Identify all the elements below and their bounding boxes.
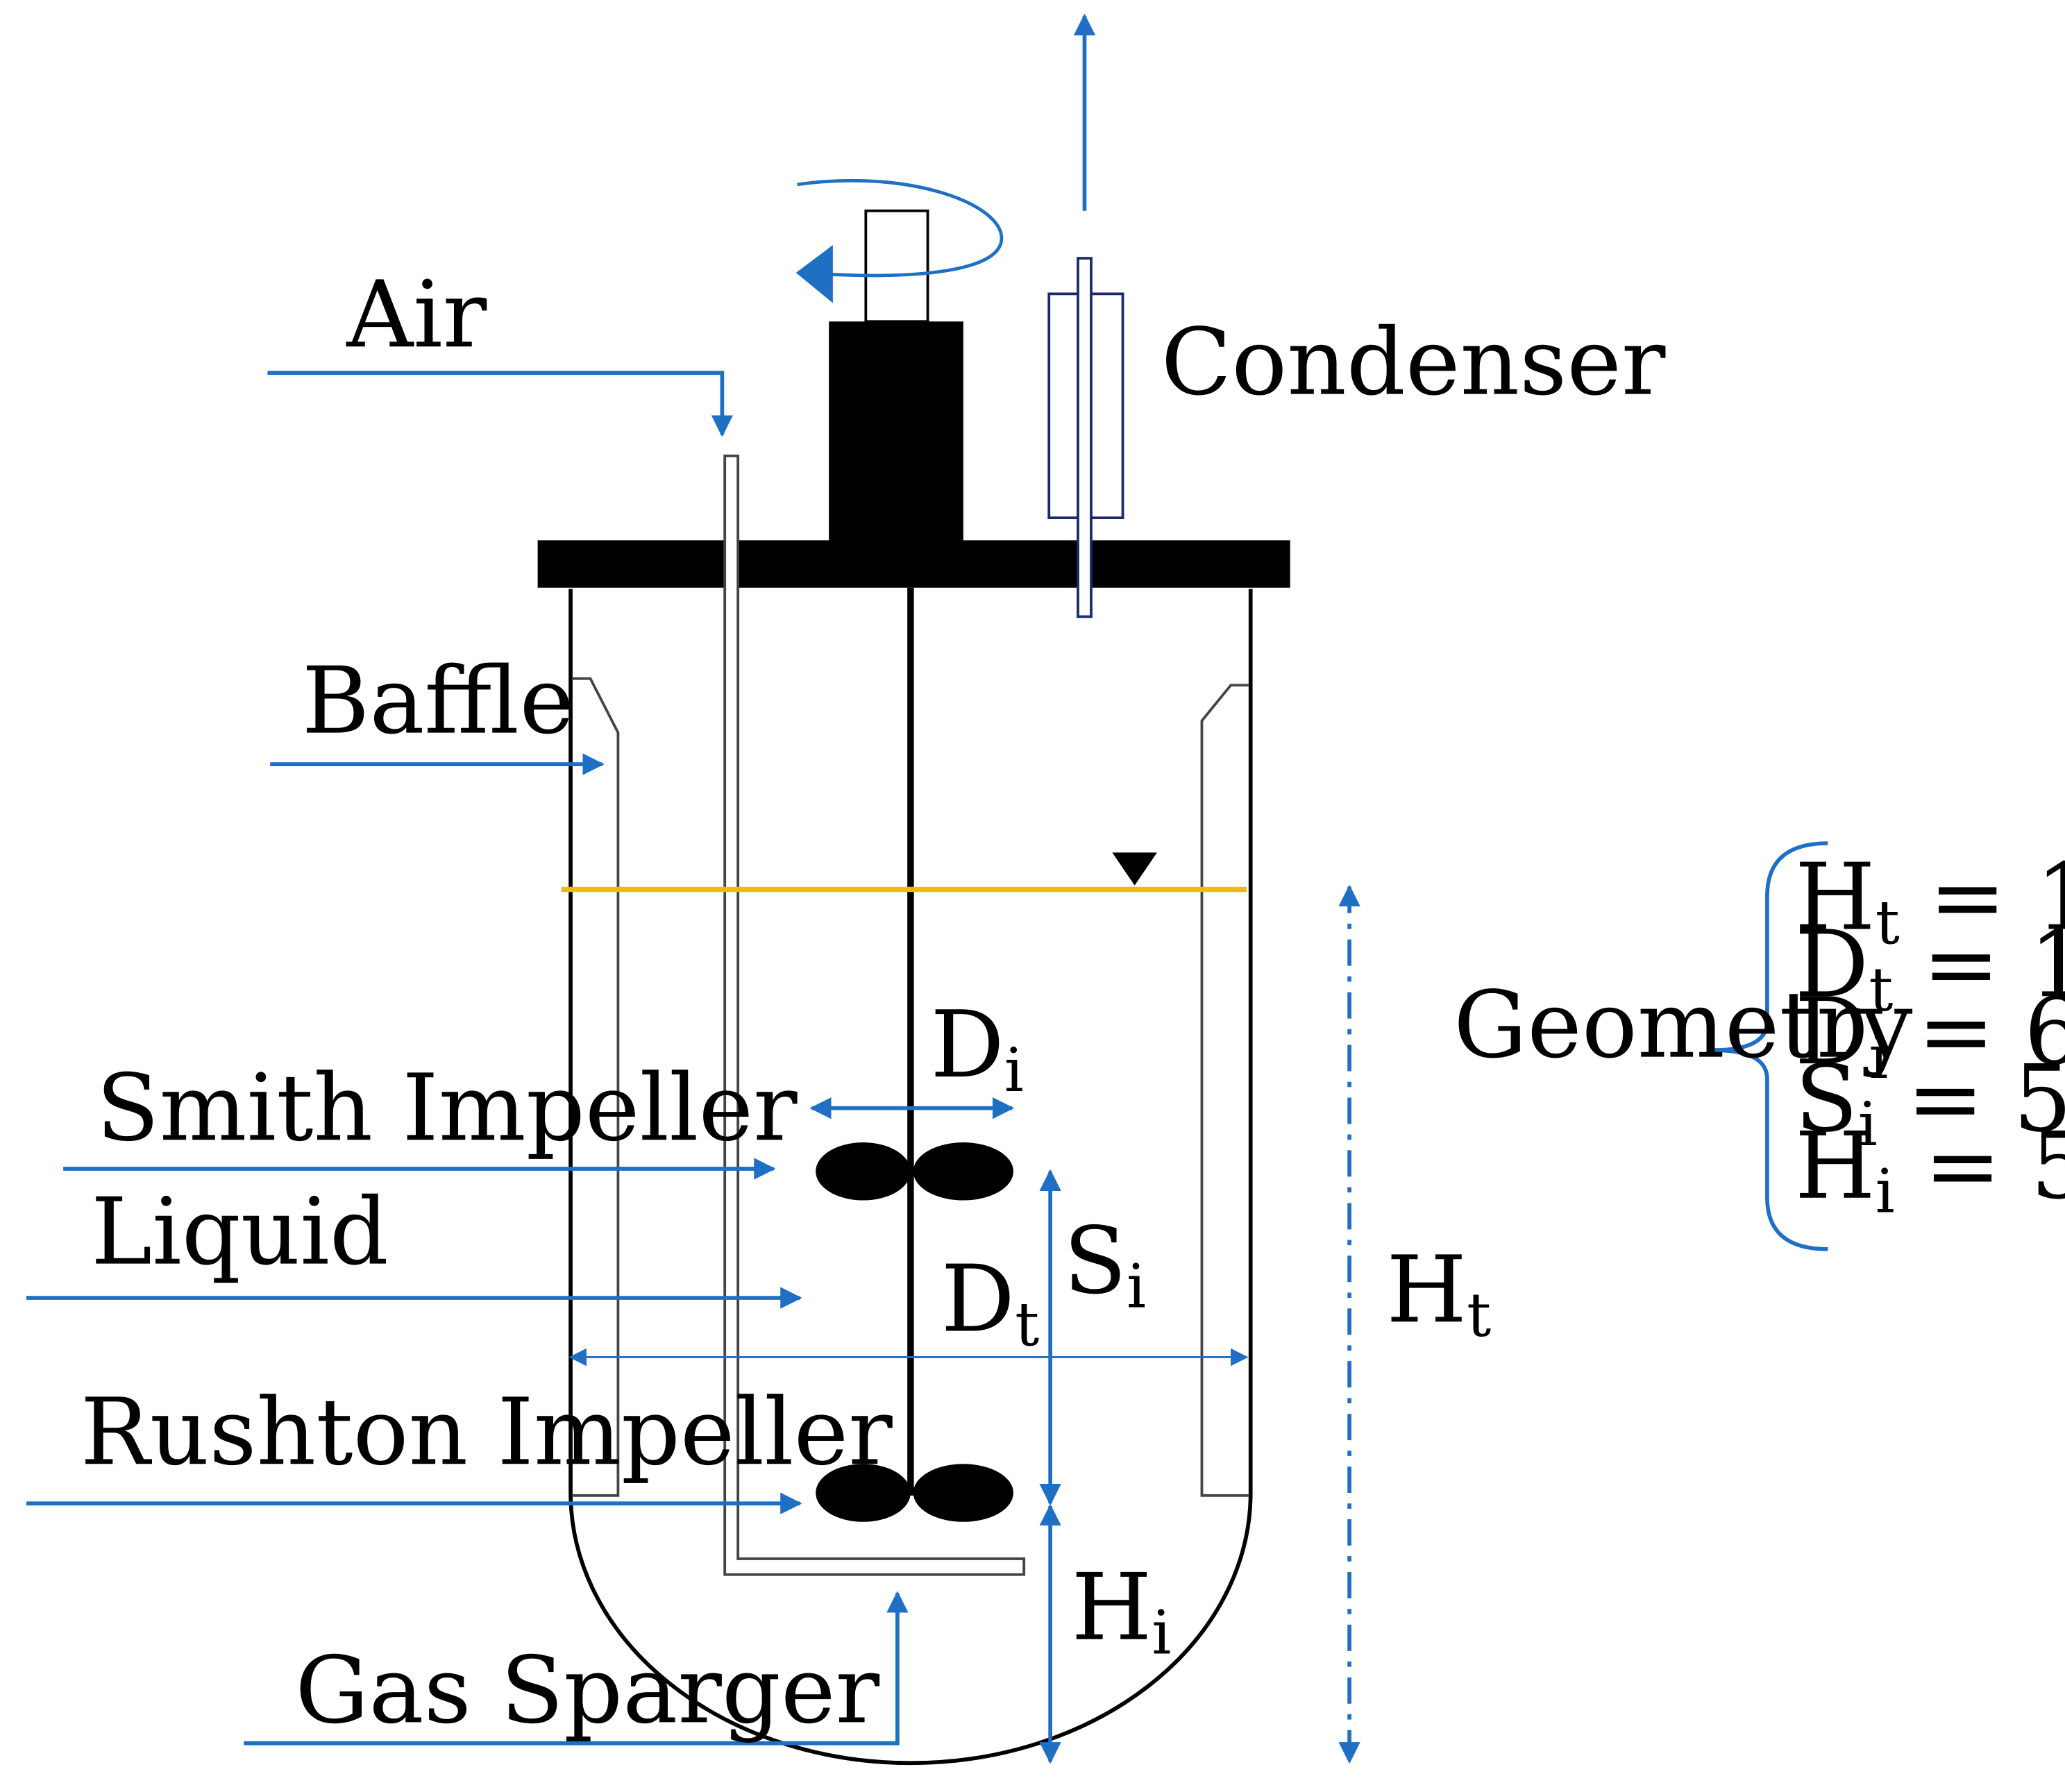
geometry-item-si-sub: i (1858, 1089, 1878, 1160)
geometry-item-di-sub: i (1869, 1022, 1888, 1092)
di-label-main: D (930, 992, 1004, 1099)
baffle-left (571, 677, 620, 1497)
ht-label: Ht (1386, 1237, 1491, 1351)
dt-label-main: D (941, 1246, 1015, 1353)
geometry-item-ht-value: = 14 cm (1900, 844, 2065, 951)
geometry-item-hi: Hi = 5 cm (1795, 1113, 2065, 1227)
air-label: Air (346, 262, 487, 369)
rushton-impeller-blade-left (816, 1464, 911, 1522)
smith-impeller-label: Smith Impeller (96, 1055, 798, 1162)
vessel-lid (537, 540, 1290, 588)
geometry-item-di-value: = 6.3 Dt (1888, 979, 2065, 1085)
smith-impeller-blade-right (913, 1142, 1013, 1201)
si-label-main: S (1063, 1208, 1127, 1315)
geometry-item-si: Si = 5 cm (1795, 1046, 2065, 1160)
geometry-item-dt: Dt = 19 cm (1795, 911, 2065, 1025)
geometry-label: Geometry (1453, 972, 1912, 1079)
dt-label: Dt (941, 1246, 1040, 1360)
vessel (537, 209, 1290, 1766)
geometry-item-di: Di = 6.3 Dt (1795, 979, 2065, 1092)
di-label: Di (930, 992, 1023, 1106)
hi-label-main: H (1072, 1555, 1152, 1662)
rotation-indicator (795, 178, 1004, 303)
geometry-item-di-symbol: D (1795, 979, 1869, 1085)
geometry-item-hi-sub: i (1876, 1156, 1895, 1227)
si-label: Si (1063, 1208, 1146, 1321)
gas-sparger-label: Gas Sparger (295, 1637, 879, 1744)
geometry-list: Ht = 14 cm Dt = 19 cm Di = 6.3 Dt Si = 5… (1795, 844, 2065, 1226)
liquid-label: Liquid (91, 1179, 389, 1286)
condenser-tube (1077, 257, 1093, 618)
rotation-arrow-head-icon (795, 245, 833, 303)
vessel-wall (568, 589, 1253, 1766)
geometry-item-dt-value: = 19 cm (1893, 911, 2065, 1018)
geometry-item-ht: Ht = 14 cm (1795, 844, 2065, 958)
ht-label-sub: t (1467, 1280, 1491, 1351)
geometry-item-dt-symbol: D (1795, 911, 1869, 1018)
liquid-level-marker-icon (1112, 852, 1157, 886)
geometry-brace (1713, 841, 1828, 1251)
geometry-item-hi-symbol: H (1795, 1113, 1876, 1220)
baffle-label: Baffle (302, 648, 574, 755)
dt-label-sub: t (1015, 1289, 1039, 1360)
rotation-arc (797, 178, 1004, 278)
condenser-label: Condenser (1161, 310, 1666, 416)
smith-impeller-blade-left (816, 1142, 911, 1201)
geometry-item-si-symbol: S (1795, 1046, 1858, 1153)
motor-shaft-coupling (864, 209, 929, 323)
si-label-sub: i (1127, 1251, 1146, 1321)
geometry-item-si-value: = 5 cm (1878, 1046, 2065, 1153)
geometry-item-ht-sub: t (1876, 887, 1900, 958)
motor-housing (829, 321, 963, 543)
hi-label-sub: i (1152, 1598, 1171, 1668)
air-arrow (267, 371, 734, 437)
di-label-sub: i (1004, 1035, 1024, 1106)
smith-impeller (816, 1142, 1013, 1201)
ht-label-main: H (1386, 1237, 1467, 1344)
geometry-item-dt-sub: t (1869, 954, 1893, 1025)
hi-label: Hi (1072, 1555, 1172, 1668)
rushton-impeller-blade-right (913, 1464, 1013, 1522)
rushton-impeller (816, 1464, 1013, 1522)
condenser (1047, 13, 1124, 618)
rushton-impeller-label: Rushton Impeller (81, 1379, 893, 1486)
geometry-item-hi-value: = 5 cm (1895, 1113, 2065, 1220)
gas-sparger-arrow (244, 1591, 909, 1745)
baffle-right (1200, 684, 1249, 1497)
air-inlet-pipe (723, 454, 1026, 1576)
geometry-item-ht-symbol: H (1795, 844, 1876, 951)
